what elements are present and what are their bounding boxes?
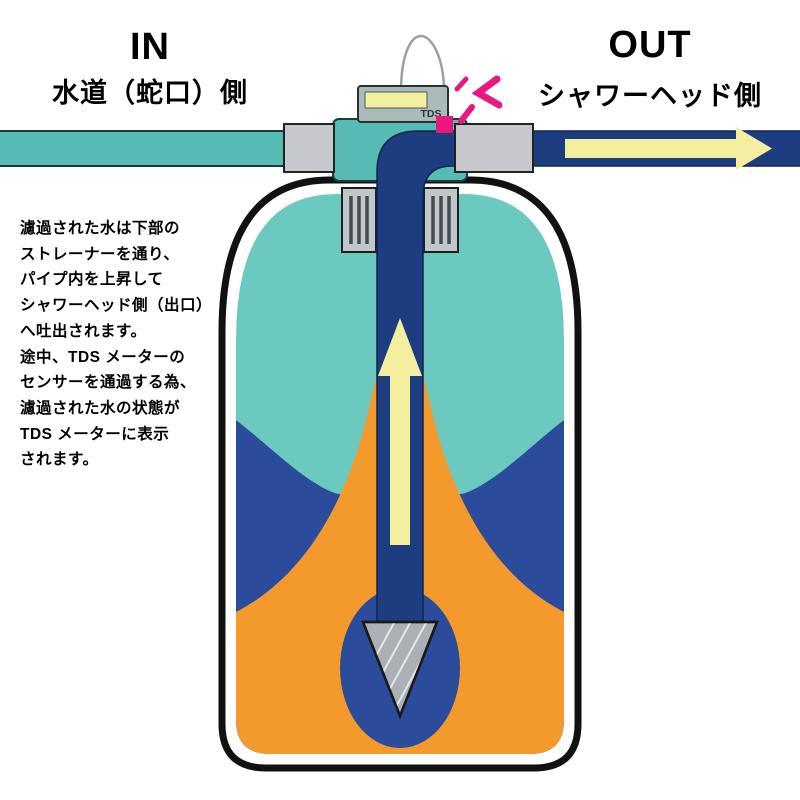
out-label: OUT xyxy=(608,24,692,66)
in-sublabel: 水道（蛇口）側 xyxy=(52,78,248,108)
pipe-riser-outlet xyxy=(376,130,800,633)
description-line: へ吐出されます。 xyxy=(20,322,147,340)
top-vent-left xyxy=(341,187,377,253)
coupler-right xyxy=(454,123,534,173)
top-vent-right xyxy=(423,187,459,253)
description-line: 途中、TDS メーターの xyxy=(20,348,186,366)
pipe-inlet xyxy=(0,130,289,167)
flow-arrow-up-icon xyxy=(378,318,422,545)
description-line: パイプ内を上昇して xyxy=(20,271,164,289)
description-line: センサーを通過する為、 xyxy=(20,374,197,392)
tds-meter-display xyxy=(364,91,428,109)
tds-meter: TDS xyxy=(357,85,449,123)
sensor-indicator xyxy=(436,116,453,133)
flow-arrow-right-icon xyxy=(565,127,772,170)
description-line: 濾過された水は下部の xyxy=(20,220,181,237)
description-line: ストレーナーを通り、 xyxy=(20,245,180,263)
coupler-left xyxy=(283,123,335,173)
spark-icon xyxy=(454,75,503,124)
description-text: 濾過された水は下部の ストレーナーを通り、 パイプ内を上昇して シャワーヘッド側… xyxy=(20,216,220,473)
description-line: TDS メーターに表示 xyxy=(20,425,170,443)
in-label: IN xyxy=(130,26,170,68)
description-line: 濾過された水の状態が xyxy=(20,399,181,417)
sensor-dome xyxy=(399,34,446,94)
out-sublabel: シャワーヘッド側 xyxy=(538,81,762,111)
description-line: されます。 xyxy=(20,451,99,469)
description-line: シャワーヘッド側（出口） xyxy=(20,297,213,315)
